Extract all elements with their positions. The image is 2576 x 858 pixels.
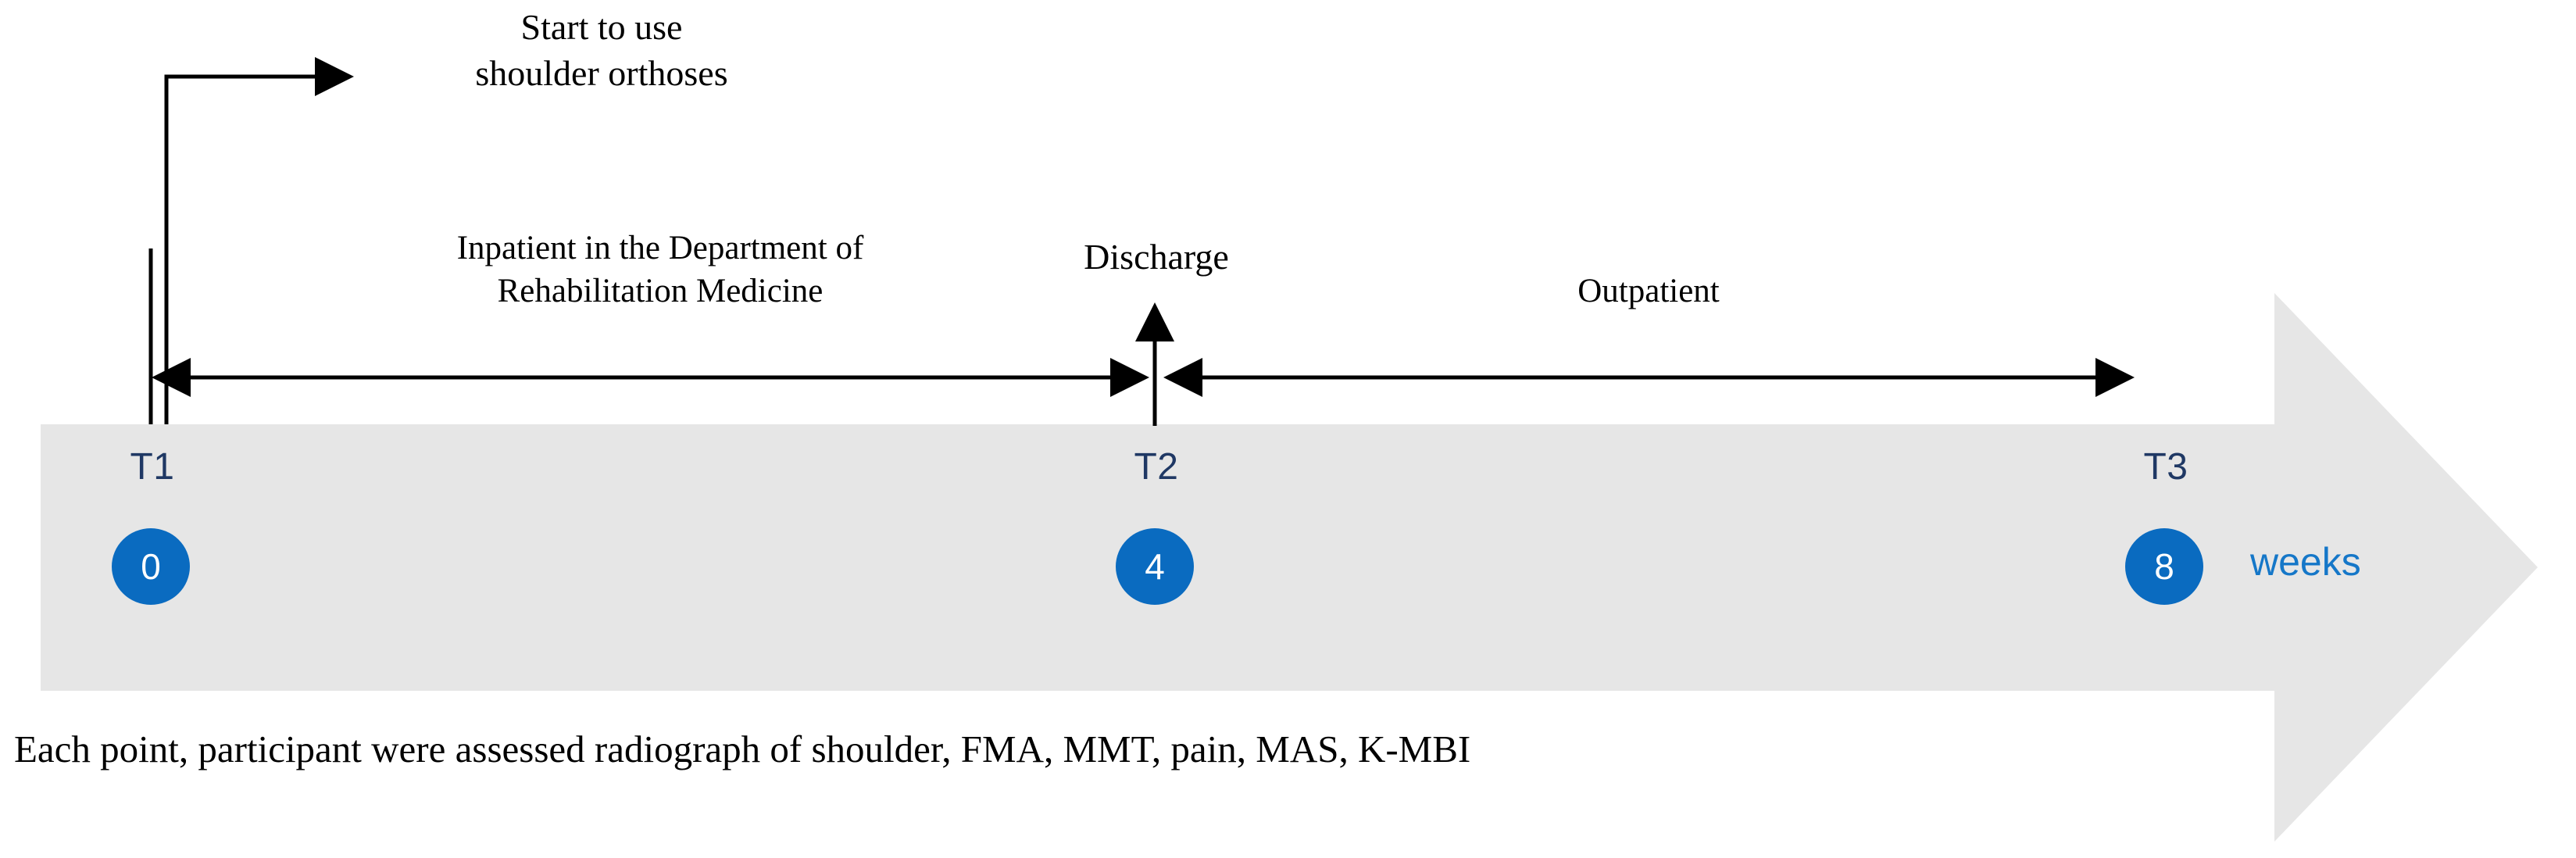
assessment-caption: Each point, participant were assessed ra…	[14, 728, 1471, 770]
timepoint-marker-t1[interactable]: 0	[112, 528, 190, 605]
timepoint-label-t1: T1	[130, 446, 175, 488]
timepoint-label-t3: T3	[2143, 446, 2188, 488]
timepoint-marker-t3[interactable]: 8	[2125, 528, 2203, 605]
discharge-event-label: Discharge	[1084, 237, 1229, 277]
inpatient-phase-label: Inpatient in the Department of Rehabilit…	[456, 230, 864, 310]
timepoint-marker-t2[interactable]: 4	[1116, 528, 1194, 605]
outpatient-phase-label: Outpatient	[1577, 273, 1720, 309]
time-unit-label: weeks	[2250, 540, 2361, 584]
timepoint-label-t2: T2	[1134, 446, 1179, 488]
orthoses-elbow-arrow	[164, 57, 354, 424]
timeline-band-arrow	[41, 293, 2538, 842]
orthoses-note-label: Start to use shoulder orthoses	[475, 7, 728, 93]
